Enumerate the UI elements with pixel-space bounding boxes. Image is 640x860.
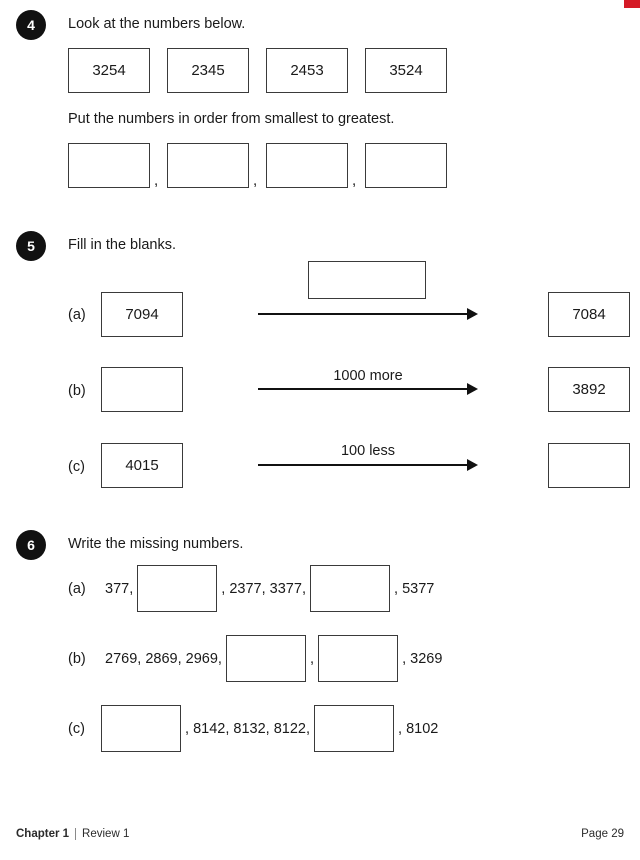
q4-comma-1: , <box>154 172 159 189</box>
question-5-number: 5 <box>16 231 46 261</box>
footer-divider <box>75 828 77 840</box>
q4-comma-2: , <box>253 172 258 189</box>
q4-comma-3: , <box>352 172 357 189</box>
q5-row-c-arrow <box>258 459 478 471</box>
question-5-prompt: Fill in the blanks. <box>68 237 176 253</box>
q6-row-b-answer-box-2[interactable] <box>318 635 399 682</box>
q4-number-box-2: 2345 <box>167 48 249 93</box>
q6-row-b-text-2: , <box>305 650 319 667</box>
q4-answer-box-3[interactable] <box>266 143 348 188</box>
q5-row-a-end-box: 7084 <box>548 292 630 337</box>
q6-row-c-text-3: , 8102 <box>394 720 443 737</box>
q5-row-a-operation-box[interactable] <box>308 261 426 299</box>
q6-row-b-label: (b) <box>68 650 86 667</box>
q5-row-b-arrow-head <box>467 383 478 395</box>
q5-row-b-end-box: 3892 <box>548 367 630 412</box>
q6-row-c: (c) , 8142, 8132, 8122, , 8102 <box>68 705 442 752</box>
q6-row-a-answer-box-1[interactable] <box>137 565 218 612</box>
question-6-prompt: Write the missing numbers. <box>68 536 244 552</box>
q4-number-box-3: 2453 <box>266 48 348 93</box>
footer-breadcrumb: Chapter 1 Review 1 <box>16 828 129 840</box>
footer-review: Review 1 <box>82 828 130 840</box>
footer-chapter: Chapter 1 <box>16 828 70 840</box>
q5-row-c-arrow-head <box>467 459 478 471</box>
q5-row-b-label: (b) <box>68 383 86 399</box>
q5-row-a-arrow-line <box>258 313 470 316</box>
q4-answer-box-4[interactable] <box>365 143 447 188</box>
q5-row-a-start-box: 7094 <box>101 292 183 337</box>
q6-row-c-answer-box-2[interactable] <box>314 705 395 752</box>
q6-row-b-text-0: 2769, 2869, 2969, <box>101 650 226 667</box>
q5-row-a-arrow-head <box>467 308 478 320</box>
question-4-prompt: Look at the numbers below. <box>68 16 246 32</box>
q6-row-c-answer-box-1[interactable] <box>101 705 181 752</box>
q6-row-c-text-1: , 8142, 8132, 8122, <box>181 720 315 737</box>
q4-answer-box-1[interactable] <box>68 143 150 188</box>
q5-row-a-label: (a) <box>68 307 86 323</box>
q5-row-c-operation-label: 100 less <box>340 443 395 459</box>
q4-answer-box-2[interactable] <box>167 143 249 188</box>
q5-row-b-arrow-line <box>258 388 470 391</box>
page-accent-tab <box>624 0 640 8</box>
question-4-number: 4 <box>16 10 46 40</box>
question-6-number: 6 <box>16 530 46 560</box>
q5-row-c-label: (c) <box>68 459 85 475</box>
q6-row-b-text-4: , 3269 <box>398 650 447 667</box>
q6-row-c-label: (c) <box>68 720 85 737</box>
q5-row-b-operation-label: 1000 more <box>333 368 403 384</box>
q6-row-b-answer-box-1[interactable] <box>225 635 306 682</box>
q5-row-c-end-box[interactable] <box>548 443 630 488</box>
footer-page-number: Page 29 <box>581 828 624 840</box>
q6-row-a-answer-box-2[interactable] <box>310 565 390 612</box>
q5-row-a-arrow <box>258 308 478 320</box>
page-footer: Chapter 1 Review 1 Page 29 <box>16 828 624 840</box>
q5-row-c-arrow-line <box>258 464 470 467</box>
q5-row-b-start-box[interactable] <box>101 367 183 412</box>
q6-row-a: (a) 377, , 2377, 3377, , 5377 <box>68 565 438 612</box>
q6-row-a-text-4: , 5377 <box>390 580 439 597</box>
q6-row-b: (b) 2769, 2869, 2969, , , 3269 <box>68 635 446 682</box>
q4-number-box-1: 3254 <box>68 48 150 93</box>
question-4-prompt-2: Put the numbers in order from smallest t… <box>68 111 395 127</box>
q6-row-a-label: (a) <box>68 580 86 597</box>
q4-number-box-4: 3524 <box>365 48 447 93</box>
q5-row-b-arrow <box>258 383 478 395</box>
q5-row-c-start-box: 4015 <box>101 443 183 488</box>
q6-row-a-text-2: , 2377, 3377, <box>217 580 310 597</box>
q6-row-a-text-0: 377, <box>101 580 138 597</box>
